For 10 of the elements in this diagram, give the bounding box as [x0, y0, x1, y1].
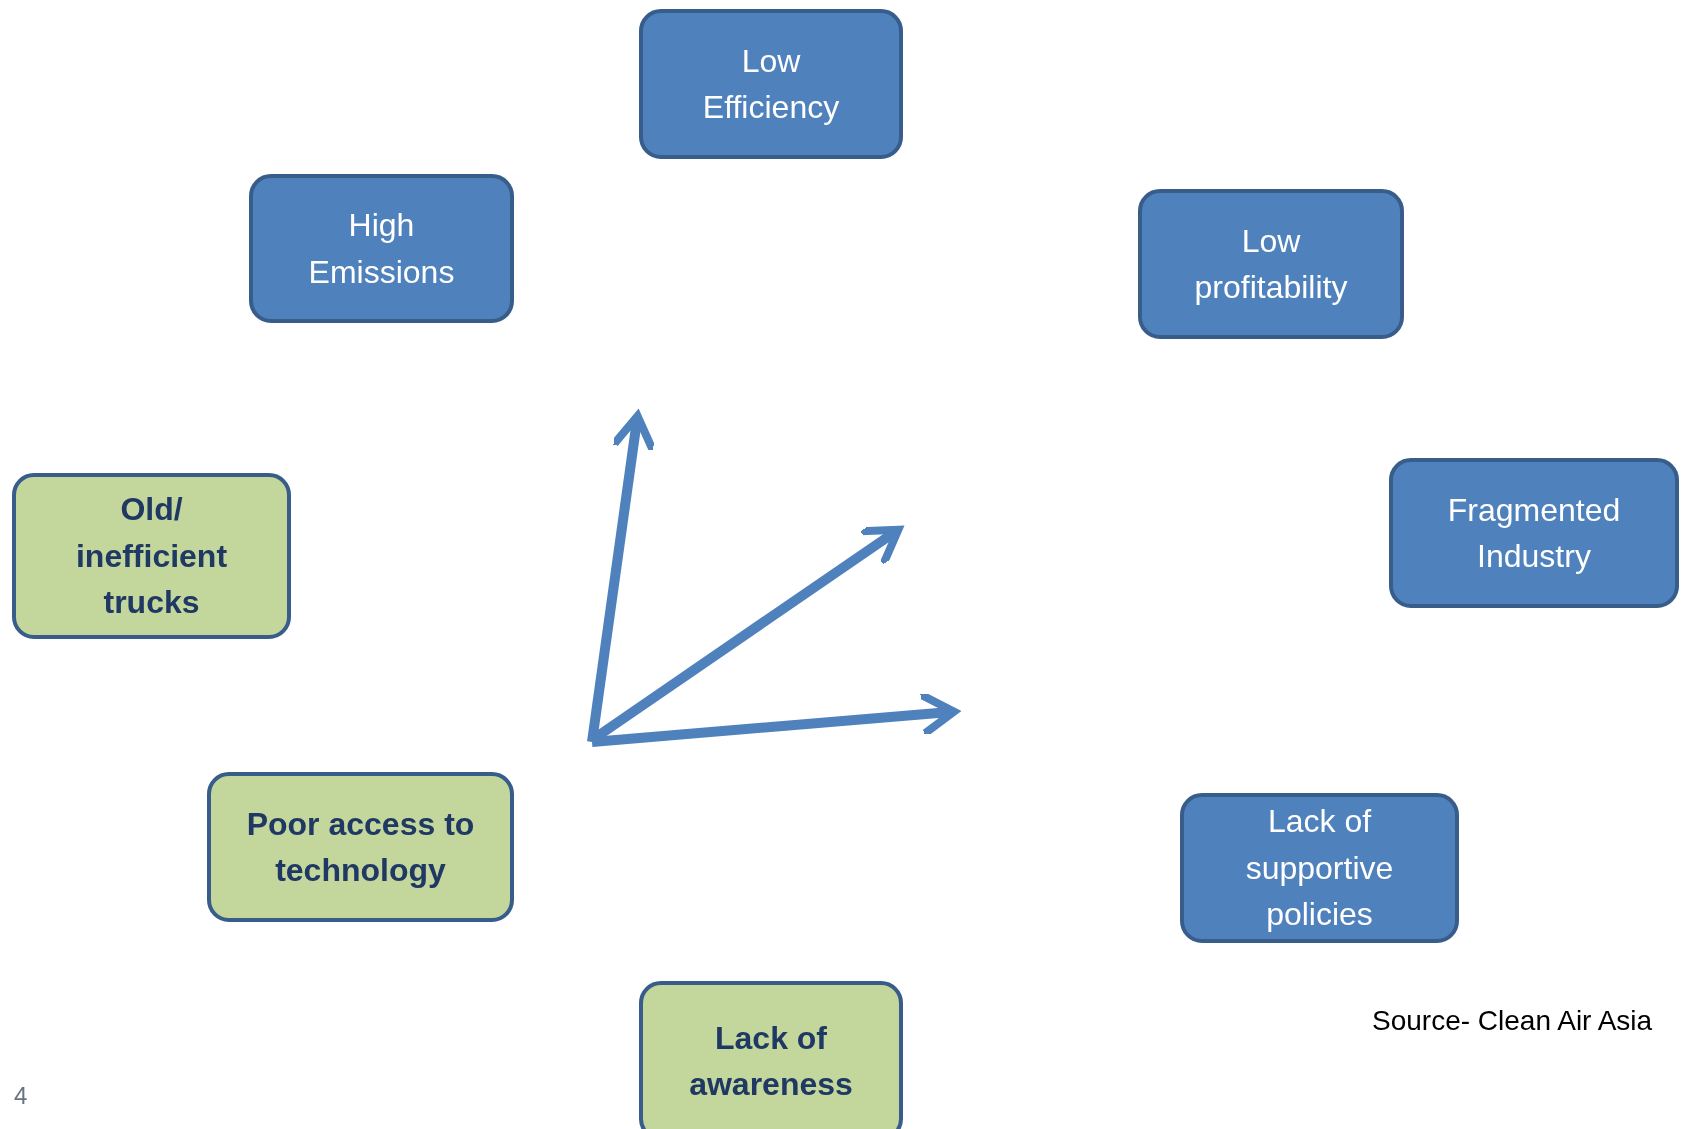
rounded-box: Fragmented Industry [1389, 458, 1679, 608]
rounded-box: Low profitability [1138, 189, 1404, 339]
rounded-box: Lack of supportive policies [1180, 793, 1459, 943]
page-number: 4 [14, 1081, 28, 1111]
rounded-box: Old/ inefficient trucks [12, 473, 291, 639]
rounded-box: Poor access to technology [207, 772, 514, 922]
rounded-box: Lack of awareness [639, 981, 903, 1129]
rounded-box: Low Efficiency [639, 9, 903, 159]
rounded-box: High Emissions [249, 174, 514, 323]
source-note: Source- Clean Air Asia [1372, 1004, 1653, 1038]
